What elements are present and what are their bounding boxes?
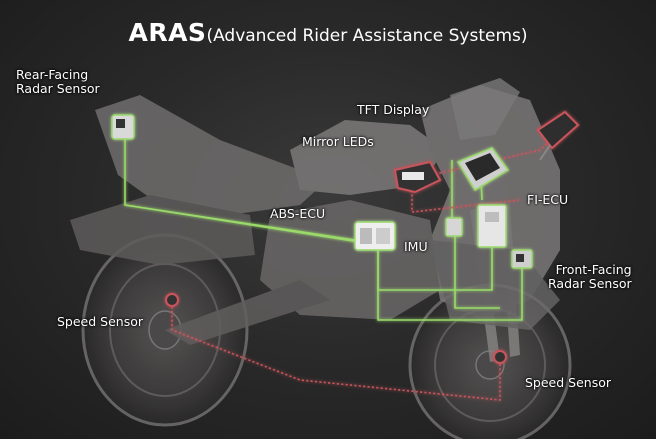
rear-radar-sensor-icon — [111, 114, 135, 140]
title-sub: (Advanced Rider Assistance Systems) — [206, 26, 528, 46]
diagram-title: ARAS(Advanced Rider Assistance Systems) — [0, 18, 656, 47]
rear-speed-sensor-icon — [165, 293, 179, 307]
imu-icon — [445, 217, 463, 237]
label-abs-ecu: ABS-ECU — [270, 206, 326, 221]
label-rear-radar-line2: Radar Sensor — [16, 81, 100, 96]
front-speed-sensor-icon — [493, 350, 507, 364]
label-front-speed-sensor: Speed Sensor — [525, 375, 612, 390]
title-main: ARAS — [128, 18, 207, 47]
label-imu: IMU — [404, 239, 428, 254]
mirror-led-icon — [393, 160, 442, 194]
label-rear-radar-line1: Rear-Facing — [16, 67, 89, 82]
label-tft-display: TFT Display — [357, 102, 430, 117]
label-front-radar-line1: Front-Facing — [555, 262, 632, 277]
label-fi-ecu: FI-ECU — [527, 192, 569, 207]
label-rear-radar-sensor: Rear-Facing Radar Sensor — [16, 68, 100, 96]
label-rear-speed-sensor: Speed Sensor — [57, 314, 144, 329]
right-mirror-icon — [536, 110, 580, 161]
fi-ecu-icon — [477, 204, 507, 248]
front-radar-sensor-icon — [511, 249, 533, 269]
label-mirror-leds: Mirror LEDs — [302, 134, 374, 149]
tft-display-icon — [456, 147, 510, 192]
label-front-radar-sensor: Front-Facing Radar Sensor — [548, 263, 632, 291]
abs-ecu-icon — [354, 221, 396, 251]
label-front-radar-line2: Radar Sensor — [548, 276, 632, 291]
sensor-lines — [171, 134, 557, 401]
